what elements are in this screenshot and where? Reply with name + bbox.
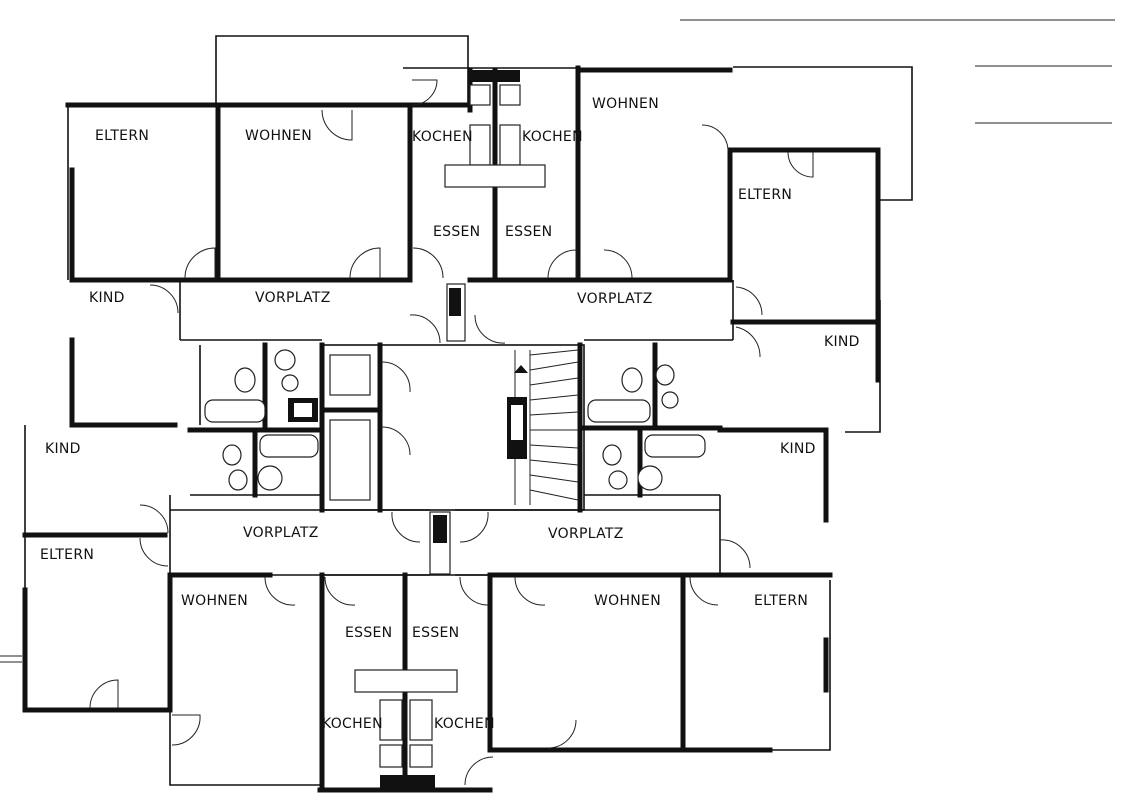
room-label-essen-s2: ESSEN (412, 625, 459, 641)
room-label-kind-sw: KIND (45, 441, 81, 457)
room-label-essen-s1: ESSEN (345, 625, 392, 641)
room-label-eltern-se: ELTERN (754, 593, 808, 609)
room-label-wohnen-se: WOHNEN (594, 593, 661, 609)
room-labels: ELTERN WOHNEN KOCHEN KOCHEN WOHNEN ELTER… (40, 96, 860, 732)
room-label-kind-ne: KIND (824, 334, 860, 350)
room-label-eltern-nw: ELTERN (95, 128, 149, 144)
shafts (288, 283, 466, 575)
room-label-essen-n2: ESSEN (505, 224, 552, 240)
room-label-vorplatz-ne: VORPLATZ (577, 291, 653, 307)
room-label-essen-n1: ESSEN (433, 224, 480, 240)
room-label-kochen-s1: KOCHEN (322, 716, 383, 732)
room-label-vorplatz-se: VORPLATZ (548, 526, 624, 542)
room-label-vorplatz-nw: VORPLATZ (255, 290, 331, 306)
room-label-kochen-n1: KOCHEN (412, 129, 473, 145)
bathroom-fixtures (204, 349, 706, 501)
kitchen-fixtures (354, 70, 546, 789)
room-label-wohnen-nw: WOHNEN (245, 128, 312, 144)
room-label-vorplatz-sw: VORPLATZ (243, 525, 319, 541)
room-label-eltern-sw: ELTERN (40, 547, 94, 563)
room-label-kochen-s2: KOCHEN (434, 716, 495, 732)
walls (22, 65, 881, 793)
room-label-kochen-n2: KOCHEN (522, 129, 583, 145)
room-label-eltern-ne: ELTERN (738, 187, 792, 203)
room-label-wohnen-sw: WOHNEN (181, 593, 248, 609)
room-label-wohnen-ne: WOHNEN (592, 96, 659, 112)
scan-edge-lines (0, 19, 1115, 663)
room-label-kind-se: KIND (780, 441, 816, 457)
door-swings (89, 79, 814, 786)
staircase (507, 349, 579, 505)
room-label-kind-nw: KIND (89, 290, 125, 306)
